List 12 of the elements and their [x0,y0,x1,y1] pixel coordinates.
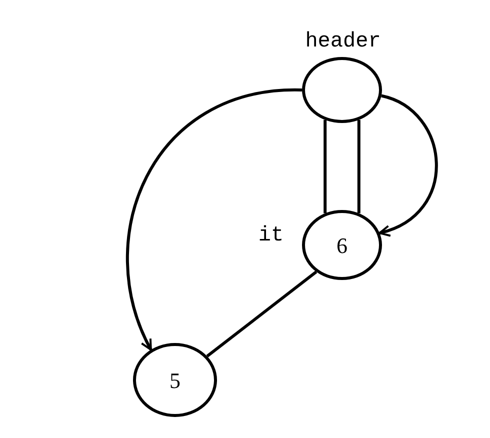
node-circle [302,57,382,123]
node-circle [133,343,217,417]
pointer-label: it [258,226,284,246]
node-value: 5 [170,366,180,394]
node-value: 6 [336,232,348,260]
curved-arrow [378,94,438,236]
pointer-label: header [305,32,381,52]
connector-line [357,120,360,214]
node-circle [302,210,382,280]
connector-line [206,270,318,358]
connector-line [324,120,327,214]
curved-arrow [126,88,302,351]
